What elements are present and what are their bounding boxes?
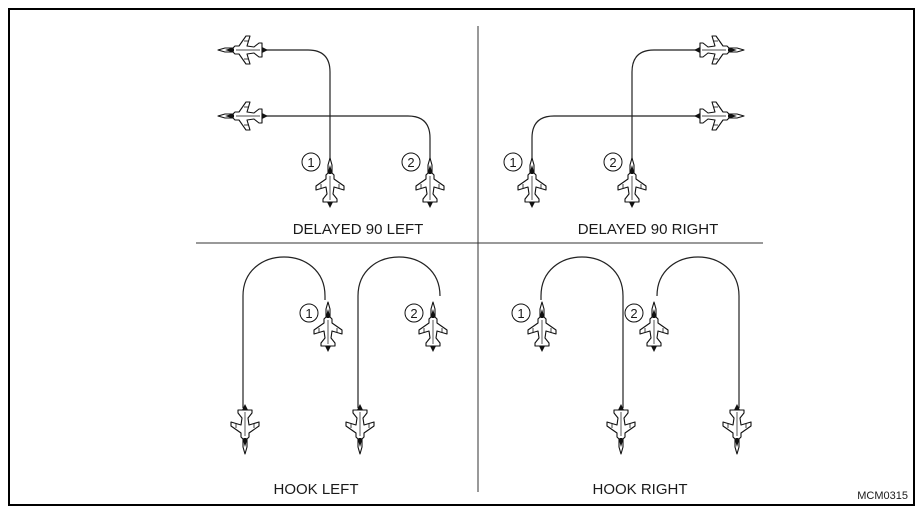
fighter-jet-icon bbox=[693, 35, 745, 65]
numbered-circle-icon: 2 bbox=[603, 152, 623, 172]
fighter-jet-icon bbox=[415, 157, 445, 209]
panel-hook-right: 1 2 HOOK RIGHT bbox=[511, 256, 752, 498]
numbered-circle-icon: 1 bbox=[503, 152, 523, 172]
flight-path bbox=[254, 49, 331, 168]
panel-label: DELAYED 90 LEFT bbox=[293, 221, 424, 238]
fighter-jet-icon bbox=[639, 301, 669, 353]
numbered-circle-icon: 2 bbox=[401, 152, 421, 172]
flight-path bbox=[540, 256, 624, 408]
fighter-jet-icon bbox=[517, 157, 547, 209]
fighter-jet-icon bbox=[313, 301, 343, 353]
fighter-jet-icon bbox=[418, 301, 448, 353]
marker-number: 1 bbox=[509, 155, 516, 170]
panel-label: HOOK RIGHT bbox=[592, 481, 687, 498]
panel-delayed-90-right: 1 2 DELAYED 90 RIGHT bbox=[503, 35, 745, 238]
flight-path bbox=[357, 256, 441, 408]
marker-number: 2 bbox=[630, 306, 637, 321]
numbered-circle-icon: 1 bbox=[299, 303, 319, 323]
fighter-jet-icon bbox=[617, 157, 647, 209]
fighter-jet-icon bbox=[345, 403, 375, 455]
panel-label: DELAYED 90 RIGHT bbox=[578, 221, 719, 238]
fighter-jet-icon bbox=[315, 157, 345, 209]
fighter-jet-icon bbox=[217, 35, 269, 65]
marker-number: 1 bbox=[307, 155, 314, 170]
fighter-jet-icon bbox=[722, 403, 752, 455]
marker-number: 1 bbox=[517, 306, 524, 321]
numbered-circle-icon: 1 bbox=[301, 152, 321, 172]
flight-path bbox=[531, 115, 708, 160]
fighter-jet-icon bbox=[693, 101, 745, 131]
fighter-jet-icon bbox=[606, 403, 636, 455]
flight-path bbox=[254, 115, 431, 160]
marker-number: 2 bbox=[407, 155, 414, 170]
marker-number: 1 bbox=[305, 306, 312, 321]
numbered-circle-icon: 2 bbox=[404, 303, 424, 323]
fighter-jet-icon bbox=[230, 403, 260, 455]
figure-id: MCM0315 bbox=[857, 490, 908, 502]
marker-number: 2 bbox=[609, 155, 616, 170]
flight-path bbox=[242, 256, 326, 408]
fighter-jet-icon bbox=[217, 101, 269, 131]
numbered-circle-icon: 2 bbox=[624, 303, 644, 323]
panel-label: HOOK LEFT bbox=[273, 481, 358, 498]
figure-frame bbox=[8, 8, 915, 506]
numbered-circle-icon: 1 bbox=[511, 303, 531, 323]
flight-path bbox=[656, 256, 740, 408]
flight-path bbox=[631, 49, 708, 168]
marker-number: 2 bbox=[410, 306, 417, 321]
fighter-jet-icon bbox=[527, 301, 557, 353]
panel-hook-left: 1 2 HOOK LEFT bbox=[230, 256, 448, 498]
panel-delayed-90-left: 1 2 DELAYED 90 LEFT bbox=[217, 35, 445, 238]
